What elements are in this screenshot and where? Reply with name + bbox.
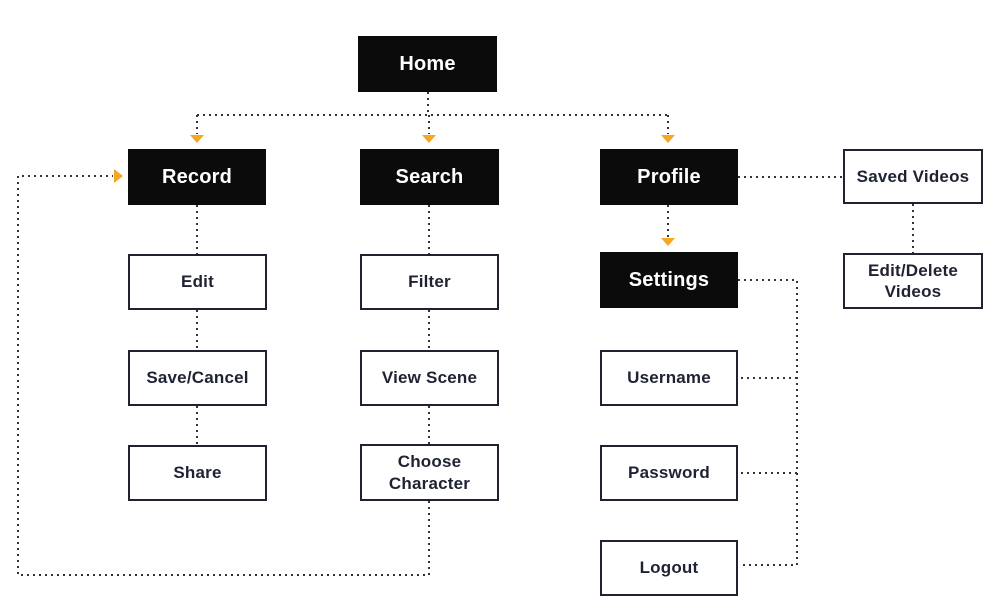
node-home: Home <box>358 36 497 92</box>
node-username: Username <box>600 350 738 406</box>
node-share: Share <box>128 445 267 501</box>
node-profile-label: Profile <box>637 165 701 188</box>
node-settings: Settings <box>600 252 738 308</box>
node-home-label: Home <box>399 52 456 75</box>
node-choose-character: Choose Character <box>360 444 499 501</box>
node-filter-label: Filter <box>408 272 451 292</box>
arrow-down-record-icon <box>190 135 204 143</box>
arrow-down-settings-icon <box>661 238 675 246</box>
node-record: Record <box>128 149 266 205</box>
node-edit-delete-videos: Edit/Delete Videos <box>843 253 983 309</box>
node-save-cancel-label: Save/Cancel <box>146 368 249 388</box>
node-saved-videos-label: Saved Videos <box>856 166 970 186</box>
node-username-label: Username <box>627 368 711 388</box>
node-settings-label: Settings <box>628 268 710 291</box>
node-password: Password <box>600 445 738 501</box>
node-logout-label: Logout <box>639 558 699 578</box>
node-filter: Filter <box>360 254 499 310</box>
node-save-cancel: Save/Cancel <box>128 350 267 406</box>
node-record-label: Record <box>161 165 233 188</box>
node-password-label: Password <box>628 463 710 483</box>
node-edit-delete-videos-label: Edit/Delete Videos <box>867 260 959 301</box>
node-saved-videos: Saved Videos <box>843 149 983 204</box>
node-search-label: Search <box>395 165 464 188</box>
connector-choosecharacter-loop-record <box>17 175 430 576</box>
node-choose-character-label: Choose Character <box>388 452 471 493</box>
arrow-right-record-icon <box>114 169 123 183</box>
node-profile: Profile <box>600 149 738 205</box>
node-search: Search <box>360 149 499 205</box>
node-view-scene-label: View Scene <box>381 368 478 388</box>
arrow-down-search-icon <box>422 135 436 143</box>
arrow-down-profile-icon <box>661 135 675 143</box>
node-edit: Edit <box>128 254 267 310</box>
node-view-scene: View Scene <box>360 350 499 406</box>
node-edit-label: Edit <box>181 272 214 292</box>
node-share-label: Share <box>173 463 222 483</box>
connector-settings-bus <box>738 279 798 566</box>
node-logout: Logout <box>600 540 738 596</box>
